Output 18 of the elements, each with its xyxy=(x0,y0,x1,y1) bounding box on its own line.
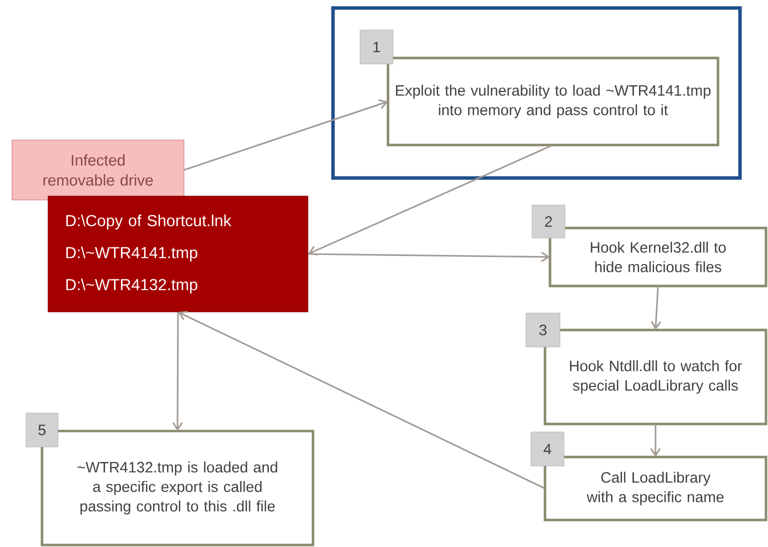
highlight-frame xyxy=(331,6,742,180)
step-box: Hook Kernel32.dll to hide malicious files xyxy=(548,226,768,288)
arrow xyxy=(178,310,546,490)
step-box: Exploit the vulnerability to load ~WTR4141.tmp into memory and pass control to it xyxy=(386,56,720,146)
arrow xyxy=(308,144,554,256)
step-number-badge: 3 xyxy=(526,312,560,348)
arrow xyxy=(172,312,183,431)
step-number-badge: 1 xyxy=(360,30,394,64)
arrow xyxy=(184,99,388,171)
arrow xyxy=(650,424,661,457)
arrow xyxy=(308,252,550,262)
drive-label-box: Infected removable drive xyxy=(12,140,184,200)
step-number-badge: 5 xyxy=(26,412,58,448)
arrow xyxy=(650,286,662,330)
step-number-badge: 4 xyxy=(530,432,564,466)
file-list-box: D:\Copy of Shortcut.lnk D:\~WTR4141.tmp D:\~WTR4132.tmp xyxy=(48,196,308,312)
step-number-badge: 2 xyxy=(532,204,566,238)
step-box: Call LoadLibrary with a specific name xyxy=(544,456,768,522)
